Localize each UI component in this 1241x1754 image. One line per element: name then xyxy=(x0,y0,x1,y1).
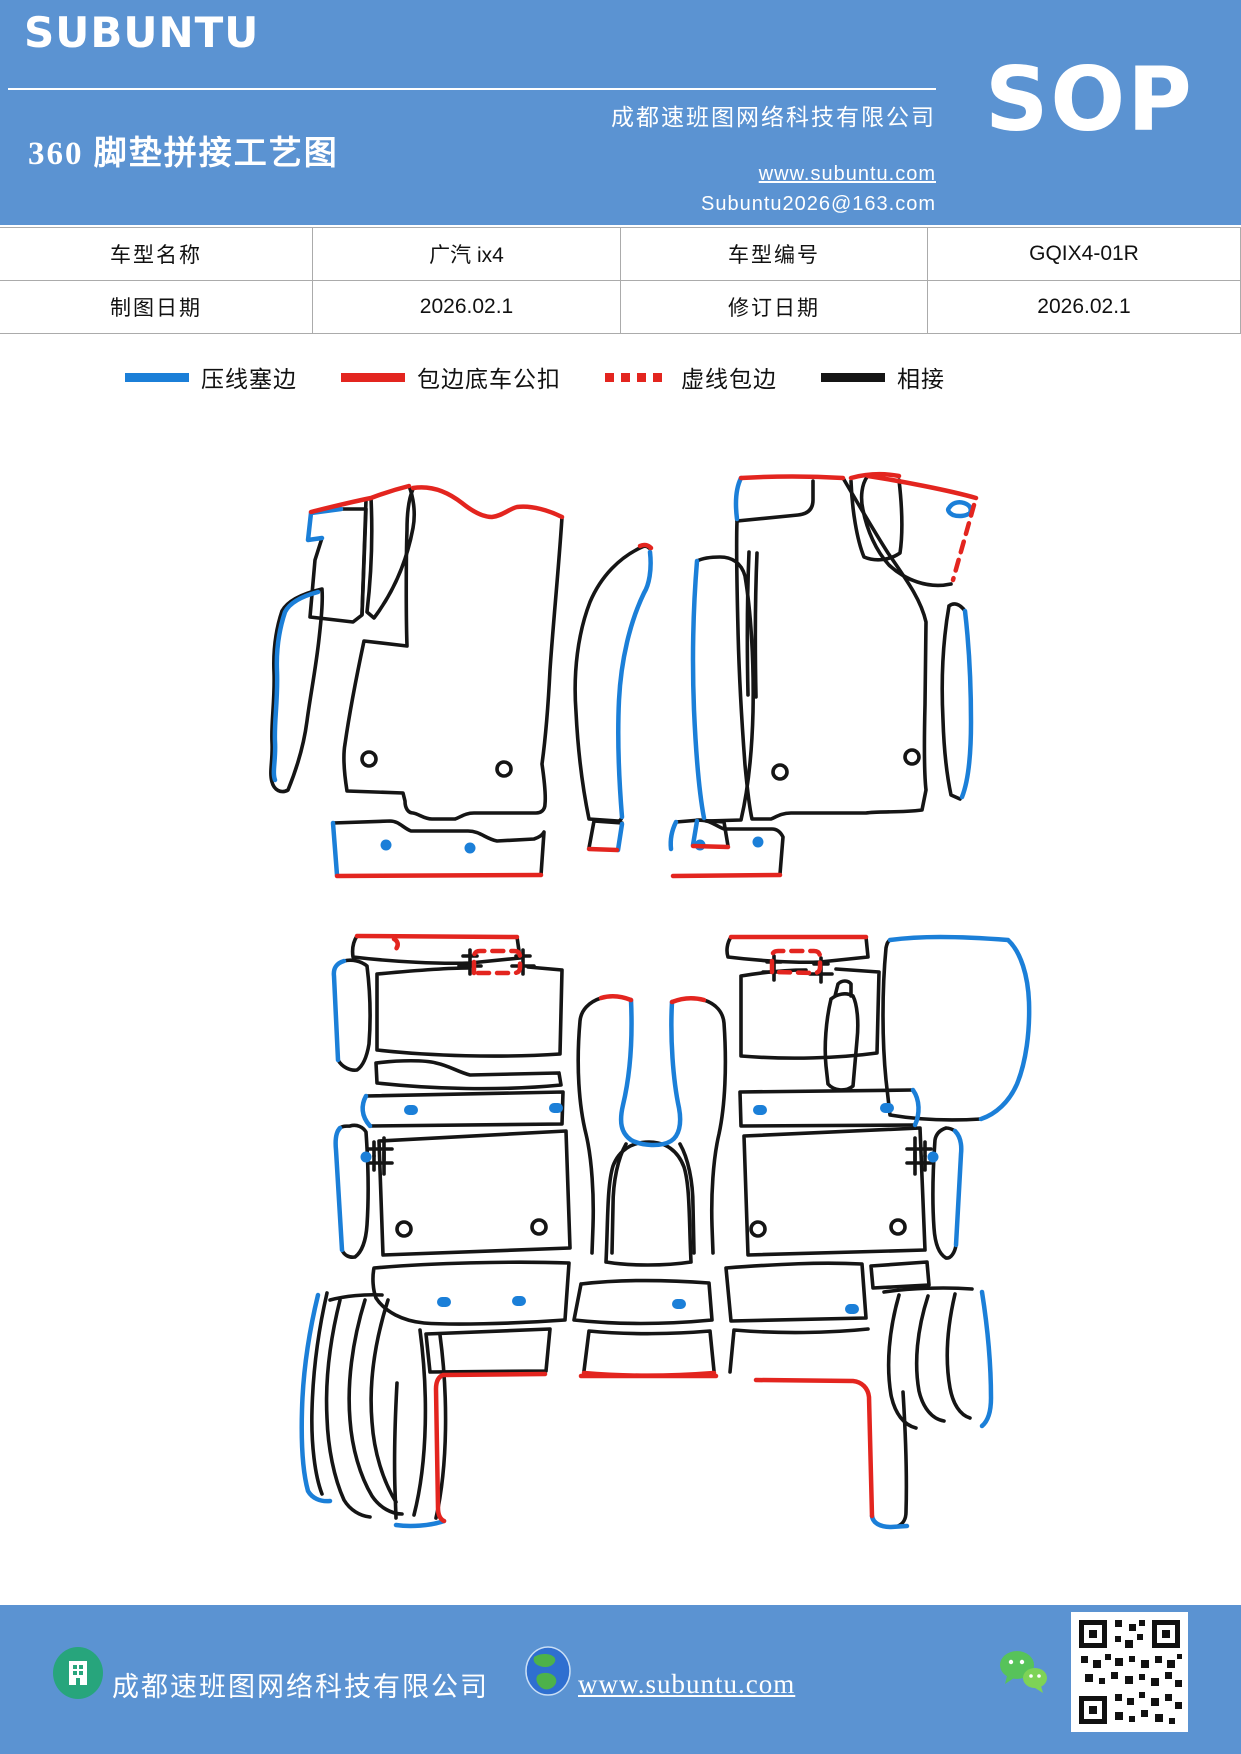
black-joint-lines xyxy=(269,475,983,1528)
qr-code xyxy=(1071,1612,1188,1732)
red-binding-edge-lines xyxy=(308,472,979,1524)
piece-wedge-seam xyxy=(360,498,368,616)
piece-L8 xyxy=(371,1260,571,1326)
passenger-mat-seam xyxy=(745,550,759,699)
piece-wedge xyxy=(365,484,417,620)
legend-item-red: 包边底车公扣 xyxy=(341,360,561,394)
vehicle-info-table: 车型名称 广汽 ix4 车型编号 GQIX4-01R 制图日期 2026.02.… xyxy=(0,227,1241,334)
wechat-icon xyxy=(995,1645,1051,1697)
piece-R2-bottle xyxy=(823,979,860,1092)
black-line-swatch xyxy=(821,372,885,382)
piece-M3 xyxy=(572,1278,714,1326)
piece-funnel-right xyxy=(702,998,728,1255)
banana-left-4 xyxy=(369,1298,398,1504)
red-dashed-binding-lines xyxy=(391,502,977,976)
right-leg-edge xyxy=(896,1390,909,1528)
piece-passenger-mat xyxy=(734,476,928,821)
piece-L5 xyxy=(364,1090,565,1128)
table-cell-revise-date-label: 修订日期 xyxy=(620,280,928,334)
piece-R5-bar xyxy=(738,1088,917,1128)
piece-L2 xyxy=(336,958,372,1072)
piece-driver-mat xyxy=(342,487,564,821)
piece-funnel-right-leg xyxy=(678,1142,696,1255)
legend-item-black: 相接 xyxy=(821,360,945,394)
left-leg-edge xyxy=(392,1381,399,1520)
table-cell-draw-date-label: 制图日期 xyxy=(0,280,313,334)
banana-left-3 xyxy=(347,1298,404,1516)
building-icon xyxy=(53,1647,103,1699)
piece-right-strip xyxy=(940,602,967,801)
page-title: 360 脚垫拼接工艺图 xyxy=(28,136,339,172)
piece-left-side-strip xyxy=(269,587,325,794)
globe-icon xyxy=(524,1645,572,1697)
piece-trap-1 xyxy=(587,819,624,850)
banana-right-3 xyxy=(945,1292,972,1420)
piece-pillar-2 xyxy=(695,555,755,823)
table-cell-model-name-value: 广汽 ix4 xyxy=(312,227,621,281)
legend-item-blue: 压线塞边 xyxy=(125,360,297,394)
piece-quad xyxy=(859,475,953,588)
line-type-legend: 压线塞边 包边底车公扣 虚线包边 相接 xyxy=(125,360,945,394)
piece-pillar-1 xyxy=(573,544,651,823)
piece-R8b xyxy=(869,1260,931,1290)
piece-L4 xyxy=(374,1058,563,1091)
isofix-hook xyxy=(905,1150,933,1176)
header-divider xyxy=(8,88,936,90)
piece-L9 xyxy=(424,1327,552,1374)
piece-L7 xyxy=(338,1123,370,1259)
table-cell-model-code-label: 车型编号 xyxy=(620,227,928,281)
banana-right-top xyxy=(882,1286,974,1294)
isofix-hook xyxy=(510,948,536,976)
footer-company-name: 成都速班图网络科技有限公司 xyxy=(112,1672,489,1702)
footer-website-link[interactable]: www.subuntu.com xyxy=(578,1669,796,1699)
banana-left-2 xyxy=(324,1298,372,1519)
piece-R7 xyxy=(931,1126,958,1260)
blue-pressed-edge-lines xyxy=(271,475,1032,1530)
piece-driver-heel xyxy=(331,819,546,877)
blue-marker-dots xyxy=(360,836,939,1314)
red-line-swatch xyxy=(341,372,405,382)
isofix-hook xyxy=(366,1150,394,1176)
banana-left-top xyxy=(328,1292,384,1302)
page-footer: 成都速班图网络科技有限公司 www.subuntu.com xyxy=(0,1605,1241,1754)
header-contact-block: 成都速班图网络科技有限公司 www.subuntu.com Subuntu202… xyxy=(560,0,936,225)
table-cell-model-code-value: GQIX4-01R xyxy=(927,227,1241,281)
sop-badge: SOP xyxy=(985,48,1194,151)
company-name: 成都速班图网络科技有限公司 xyxy=(611,104,936,130)
blue-line-swatch xyxy=(125,372,189,382)
legend-item-red-dashed: 虚线包边 xyxy=(605,360,777,394)
table-cell-draw-date-value: 2026.02.1 xyxy=(312,280,621,334)
banana-left-1 xyxy=(310,1291,329,1496)
passenger-mat-notch xyxy=(735,479,815,523)
red-dashed-swatch xyxy=(605,372,669,382)
piece-R9 xyxy=(728,1327,870,1374)
page-header: SUBUNTU 360 脚垫拼接工艺图 成都速班图网络科技有限公司 www.su… xyxy=(0,0,1241,225)
piece-R6 xyxy=(742,1126,927,1257)
piece-arch xyxy=(604,1140,693,1267)
table-cell-revise-date-value: 2026.02.1 xyxy=(927,280,1241,334)
piece-topleft-rect xyxy=(308,507,368,624)
banana-right-2 xyxy=(914,1294,946,1423)
piece-funnel-left xyxy=(576,996,603,1255)
piece-L3 xyxy=(375,965,564,1058)
piece-R-side xyxy=(881,938,983,1122)
brand-logo: SUBUNTU xyxy=(24,8,260,57)
piece-M4 xyxy=(582,1329,716,1373)
piece-R1 xyxy=(725,935,870,965)
website-link[interactable]: www.subuntu.com xyxy=(758,163,936,185)
piece-trap-2 xyxy=(695,818,730,848)
table-cell-model-name-label: 车型名称 xyxy=(0,227,313,281)
piece-L6 xyxy=(377,1129,572,1257)
email-address: Subuntu2026@163.com xyxy=(700,193,936,215)
piece-R8 xyxy=(724,1261,868,1323)
